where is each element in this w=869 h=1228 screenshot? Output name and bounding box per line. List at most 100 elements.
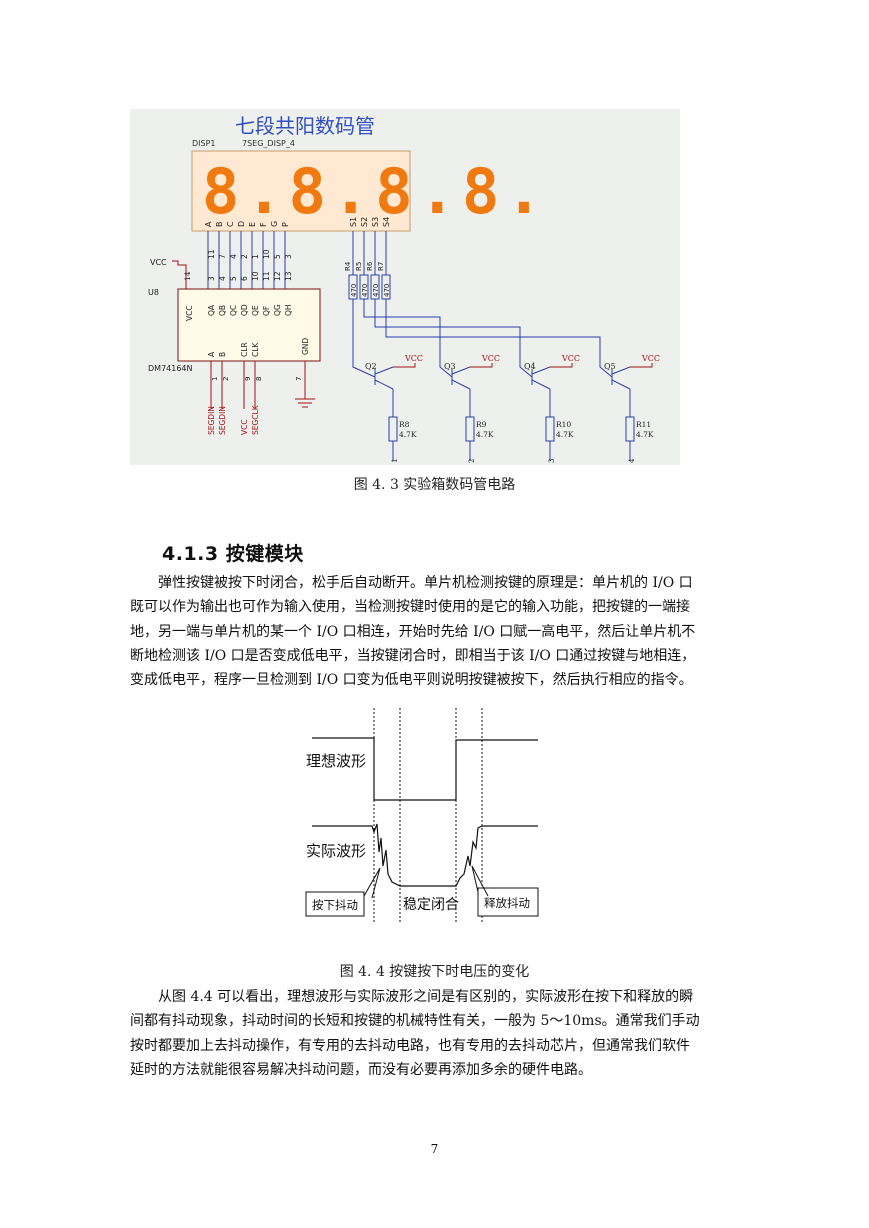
figure1-caption: 图 4. 3 实验箱数码管电路	[353, 477, 516, 493]
svg-text:VCC: VCC	[481, 354, 500, 363]
svg-text:14: 14	[183, 271, 192, 281]
svg-text:VCC: VCC	[185, 305, 194, 321]
sel-pin-s2: S2	[360, 217, 369, 227]
svg-text:B: B	[218, 352, 227, 357]
transistor-stage-q3: Q3 VCC R9 4.7K 2	[444, 354, 500, 463]
svg-text:11: 11	[262, 271, 271, 281]
svg-text:4.7K: 4.7K	[476, 430, 494, 439]
svg-text:13: 13	[284, 271, 293, 281]
svg-text:QA: QA	[207, 304, 216, 316]
segment-pin-labels: A B C D E F G P S1 S2 S3 S4	[204, 217, 391, 227]
svg-text:470: 470	[361, 284, 369, 297]
svg-text:470: 470	[383, 284, 391, 297]
svg-text:R6: R6	[366, 261, 374, 271]
sel-pin-s4: S4	[382, 217, 391, 227]
paragraph-2-line: 间都有抖动现象，抖动时间的长短和按键的机械特性有关，一般为 5～10ms。通常我…	[130, 1013, 700, 1030]
svg-text:QG: QG	[273, 304, 282, 316]
svg-text:VCC: VCC	[404, 354, 423, 363]
svg-text:5: 5	[273, 254, 282, 259]
svg-text:R9: R9	[476, 420, 487, 429]
transistor-stages: Q2 VCC R8 4.7K 1 Q3 VCC R9 4.7K 2 Q4	[365, 354, 660, 463]
svg-text:1: 1	[211, 377, 219, 381]
svg-text:SEGDIN: SEGDIN	[218, 406, 227, 435]
seg-pin-d: D	[237, 221, 246, 227]
svg-text:4.7K: 4.7K	[636, 430, 654, 439]
svg-text:11: 11	[207, 249, 216, 259]
svg-text:5: 5	[229, 276, 238, 281]
ideal-waveform	[312, 737, 538, 801]
svg-text:QD: QD	[240, 304, 249, 316]
ic-vcc-label: VCC	[150, 258, 167, 267]
seg-pin-e: E	[248, 222, 257, 227]
ic-pin-labels: VCC QA QB QC QD QE QF QG QH A B CLR CLK …	[185, 304, 310, 357]
svg-text:1: 1	[391, 459, 399, 463]
svg-text:VCC: VCC	[240, 419, 249, 435]
label-actual: 实际波形	[306, 842, 366, 860]
svg-text:2: 2	[240, 254, 249, 259]
svg-text:R11: R11	[636, 420, 651, 429]
svg-text:7: 7	[218, 254, 227, 259]
segment-pin-numbers: 11 7 4 2 1 10 5 3 3 4 5 6 10 11 12 13	[207, 249, 293, 281]
seven-segment-schematic: 七段共阳数码管 DISP1 7SEG_DISP_4 8.8.8.8. A B C…	[148, 114, 660, 463]
svg-text:GND: GND	[301, 338, 310, 355]
ic-body	[177, 288, 321, 362]
sel-pin-s1: S1	[349, 217, 358, 227]
callouts	[305, 865, 539, 917]
svg-text:Q5: Q5	[604, 362, 616, 371]
key-bounce-waveform: 理想波形 实际波形 按下抖动 稳定闭合 释放抖动	[305, 708, 539, 922]
display-body	[191, 150, 411, 232]
svg-text:QC: QC	[229, 305, 238, 316]
svg-text:3: 3	[207, 276, 216, 281]
waveform-figure: 理想波形 实际波形 按下抖动 稳定闭合 释放抖动	[300, 706, 550, 924]
paragraph-2-line: 从图 4.4 可以看出，理想波形与实际波形之间是有区别的，实际波形在按下和释放的…	[158, 989, 694, 1005]
ic-ref: U8	[148, 288, 159, 297]
svg-text:QB: QB	[218, 305, 227, 316]
transistor-stage-q5: Q5 VCC R11 4.7K 4	[604, 354, 660, 463]
svg-text:Q3: Q3	[444, 362, 456, 371]
svg-text:VCC: VCC	[641, 354, 660, 363]
paragraph-1-line: 变成低电平，程序一旦检测到 I/O 口变为低电平则说明按键被按下，然后执行相应的…	[130, 672, 693, 689]
ic-part: DM74164N	[148, 364, 193, 373]
label-press-bounce: 按下抖动	[312, 898, 358, 912]
display-digits: 8.8.8.8.	[202, 155, 549, 228]
svg-text:VCC: VCC	[561, 354, 580, 363]
svg-text:4: 4	[628, 458, 636, 463]
paragraph-2: 从图 4.4 可以看出，理想波形与实际波形之间是有区别的，实际波形在按下和释放的…	[130, 985, 742, 1082]
schematic-title: 七段共阳数码管	[235, 114, 375, 138]
svg-text:4: 4	[229, 254, 238, 259]
svg-text:Q4: Q4	[524, 362, 536, 371]
seg-pin-a: A	[204, 221, 213, 227]
svg-text:QF: QF	[262, 306, 271, 316]
svg-text:10: 10	[262, 249, 271, 259]
svg-text:2: 2	[222, 377, 230, 381]
svg-text:470: 470	[372, 284, 380, 297]
svg-text:SEGDIN: SEGDIN	[207, 406, 216, 435]
ic-vcc-wire	[172, 260, 187, 289]
paragraph-1: 弹性按键被按下时闭合，松手后自动断开。单片机检测按键的原理是：单片机的 I/O …	[130, 571, 742, 692]
svg-text:R7: R7	[377, 262, 385, 271]
label-release-bounce: 释放抖动	[484, 896, 530, 910]
resistor-labels: R4 R5 R6 R7 470 470 470 470	[344, 261, 391, 297]
svg-text:R8: R8	[399, 420, 410, 429]
svg-text:SEGCLK: SEGCLK	[251, 404, 260, 435]
svg-text:R5: R5	[355, 262, 363, 271]
label-stable-closed: 稳定闭合	[403, 897, 459, 913]
svg-text:1: 1	[251, 254, 260, 259]
select-wires	[348, 231, 613, 378]
paragraph-1-line: 地，另一端与单片机的某一个 I/O 口相连，开始时先给 I/O 口赋一高电平，然…	[130, 623, 696, 640]
svg-text:12: 12	[273, 271, 282, 281]
ic-input-wires	[210, 361, 315, 409]
svg-text:4: 4	[218, 276, 227, 281]
svg-text:R10: R10	[556, 420, 571, 429]
section-heading: 4.1.3 按键模块	[162, 543, 304, 565]
svg-text:8: 8	[255, 377, 263, 381]
transistor-stage-q4: Q4 VCC R10 4.7K 3	[524, 354, 580, 463]
paragraph-1-line: 弹性按键被按下时闭合，松手后自动断开。单片机检测按键的原理是：单片机的 I/O …	[158, 575, 693, 591]
seg-pin-g: G	[270, 221, 279, 227]
seg-pin-f: F	[259, 222, 268, 227]
schematic-figure: 七段共阳数码管 DISP1 7SEG_DISP_4 8.8.8.8. A B C…	[130, 109, 680, 465]
svg-text:Q2: Q2	[365, 362, 377, 371]
figure2-caption: 图 4. 4 按键按下时电压的变化	[339, 964, 530, 980]
ic-input-pin-numbers: 1 2 9 8 7	[211, 377, 303, 381]
svg-text:10: 10	[251, 271, 260, 281]
